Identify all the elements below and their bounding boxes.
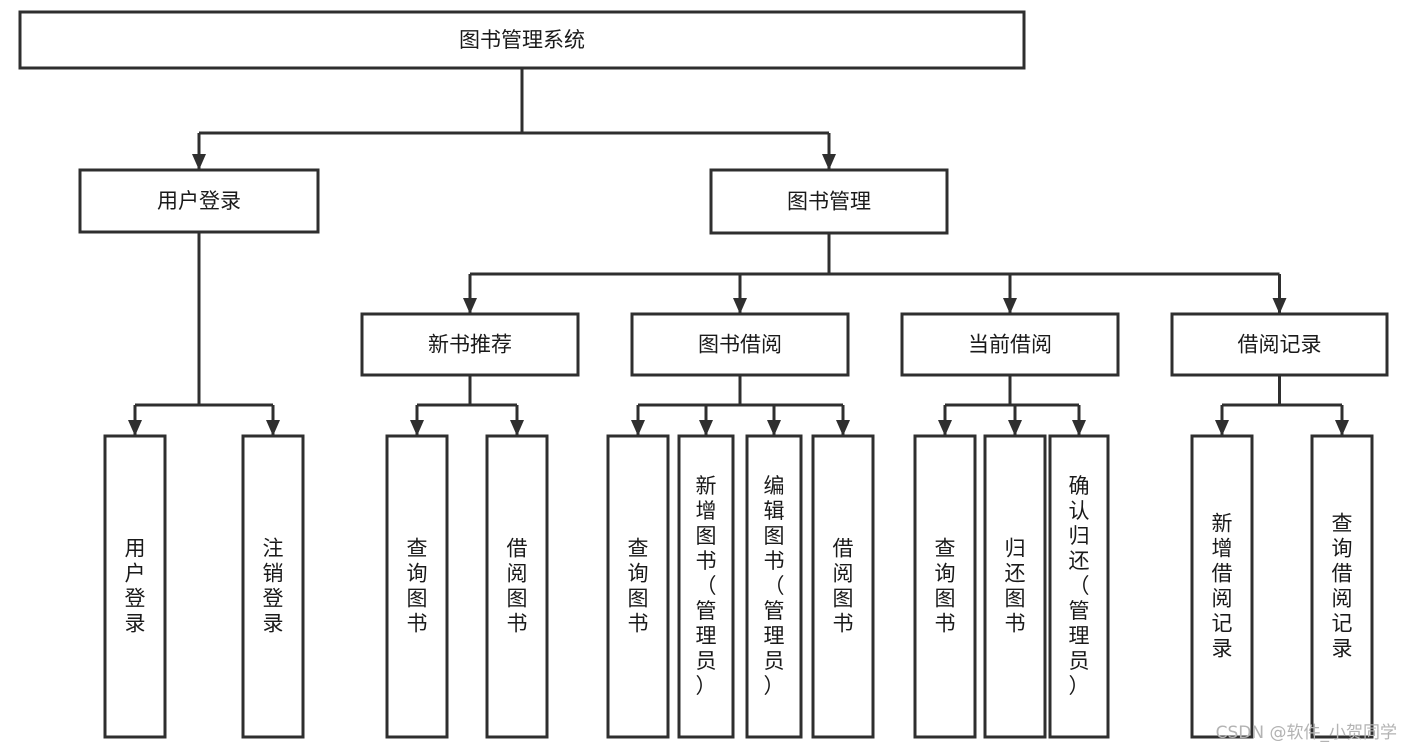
node-l3-new-book-recommend[interactable]: 新书推荐 [360,312,580,377]
node-leaf-leaf-query-book-3[interactable]: 查询图书 [913,434,977,739]
node-label: 借阅图书 [507,537,528,636]
node-box [360,312,580,377]
node-box [900,312,1120,377]
node-label: 查询借阅记录 [1332,512,1353,661]
node-label: 注销登录 [263,537,284,636]
node-label: 图书管理 [787,190,871,214]
arrow-head-icon [1072,420,1086,436]
node-label: 用户登录 [125,537,146,636]
arrow-head-icon [1215,420,1229,436]
node-leaf-leaf-add-book[interactable]: 新增图书（管理员） [677,434,735,739]
watermark-text: CSDN @软件_小贺同学 [1215,723,1397,743]
nodes-layer: 图书管理系统用户登录图书管理新书推荐图书借阅当前借阅借阅记录用户登录注销登录查询… [18,10,1389,739]
arrow-head-icon [836,420,850,436]
node-leaf-leaf-query-book-2[interactable]: 查询图书 [606,434,670,739]
node-box [745,434,803,739]
node-l2-user-login[interactable]: 用户登录 [78,168,320,234]
arrow-head-icon [192,154,206,170]
node-label: 借阅图书 [833,537,854,636]
arrow-head-icon [631,420,645,436]
node-l2-book-manage[interactable]: 图书管理 [709,168,949,235]
node-leaf-leaf-user-login[interactable]: 用户登录 [103,434,167,739]
node-label: 编辑图书（管理员） [764,474,785,698]
node-label: 借阅记录 [1238,333,1322,357]
arrow-head-icon [1008,420,1022,436]
node-leaf-leaf-query-book-1[interactable]: 查询图书 [385,434,449,739]
node-label: 图书借阅 [698,333,782,357]
arrow-head-icon [733,298,747,314]
node-l3-book-borrow[interactable]: 图书借阅 [630,312,850,377]
arrow-head-icon [1272,298,1287,314]
arrow-head-icon [410,420,424,436]
node-box [78,168,320,234]
node-box [709,168,949,235]
edges-layer [128,68,1349,436]
arrow-head-icon [1003,298,1017,314]
node-box [18,10,1026,70]
arrow-head-icon [266,420,280,436]
node-box [983,434,1047,739]
node-label: 确认归还（管理员） [1069,474,1090,698]
node-leaf-leaf-borrow-book-2[interactable]: 借阅图书 [811,434,875,739]
node-box [485,434,549,739]
node-box [385,434,449,739]
arrow-head-icon [1335,420,1349,436]
node-label: 查询图书 [407,537,428,636]
node-label: 新书推荐 [428,333,512,357]
node-root-root[interactable]: 图书管理系统 [18,10,1026,70]
node-leaf-leaf-logout[interactable]: 注销登录 [241,434,305,739]
node-box [241,434,305,739]
node-box [103,434,167,739]
node-box [1190,434,1254,739]
node-box [1310,434,1374,739]
arrow-head-icon [938,420,952,436]
node-label: 当前借阅 [968,333,1052,357]
node-label: 用户登录 [157,189,241,213]
node-leaf-leaf-return-book[interactable]: 归还图书 [983,434,1047,739]
node-leaf-leaf-confirm-return[interactable]: 确认归还（管理员） [1048,434,1110,739]
node-label: 新增借阅记录 [1212,512,1233,661]
arrow-head-icon [699,420,713,436]
node-label: 查询图书 [935,537,956,636]
node-l3-borrow-record[interactable]: 借阅记录 [1170,312,1389,377]
arrow-head-icon [767,420,781,436]
node-label: 新增图书（管理员） [696,474,717,698]
arrow-head-icon [510,420,524,436]
arrow-head-icon [822,154,836,170]
arrow-head-icon [128,420,142,436]
node-leaf-leaf-add-record[interactable]: 新增借阅记录 [1190,434,1254,739]
node-box [1048,434,1110,739]
node-box [811,434,875,739]
node-box [606,434,670,739]
node-label: 查询图书 [628,537,649,636]
node-leaf-leaf-query-record[interactable]: 查询借阅记录 [1310,434,1374,739]
node-box [677,434,735,739]
node-box [913,434,977,739]
node-label: 图书管理系统 [459,28,585,52]
arrow-head-icon [463,298,477,314]
node-leaf-leaf-borrow-book-1[interactable]: 借阅图书 [485,434,549,739]
node-label: 归还图书 [1005,537,1026,636]
node-l3-current-borrow[interactable]: 当前借阅 [900,312,1120,377]
node-leaf-leaf-edit-book[interactable]: 编辑图书（管理员） [745,434,803,739]
node-box [630,312,850,377]
node-box [1170,312,1389,377]
